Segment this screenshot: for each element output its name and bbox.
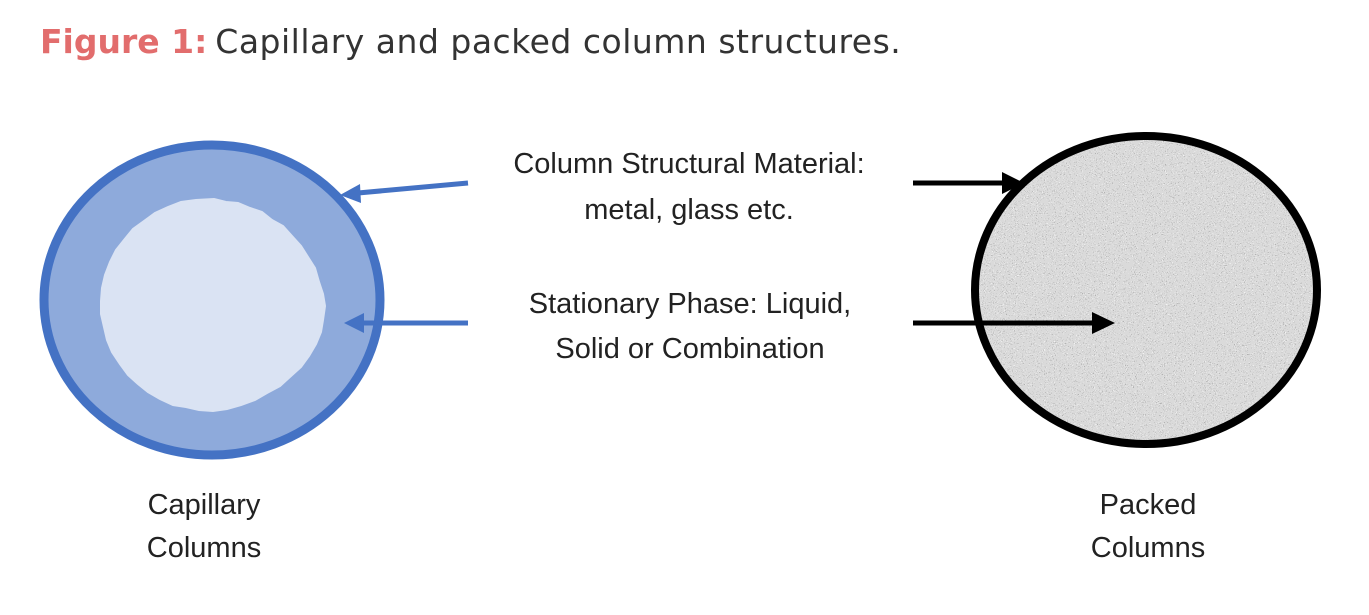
capillary-label-line2: Columns [147, 532, 261, 564]
arrow-stationary-phase-capillary [344, 313, 468, 333]
capillary-bore [100, 197, 327, 413]
packed-label-line1: Packed [1100, 489, 1197, 521]
packed-column [971, 132, 1321, 448]
packed-label-line2: Columns [1091, 532, 1205, 564]
arrow-structural-material-capillary [340, 180, 469, 203]
figure-label: Figure 1: [40, 22, 208, 61]
stationary-phase-label-line1: Stationary Phase: Liquid, [529, 288, 851, 320]
packed-wall [971, 132, 1321, 448]
structural-material-label-line1: Column Structural Material: [513, 148, 864, 180]
capillary-label-line1: Capillary [148, 489, 261, 521]
capillary-column [39, 140, 385, 460]
stationary-phase-label-line2: Solid or Combination [555, 333, 824, 365]
packed-material [975, 136, 1317, 444]
arrow-stationary-phase-packed [913, 312, 1115, 334]
structural-material-label-line2: metal, glass etc. [584, 194, 794, 226]
arrow-structural-material-packed [913, 172, 1024, 194]
figure-title: Capillary and packed column structures. [215, 22, 902, 61]
figure-caption: Figure 1:Capillary and packed column str… [40, 22, 901, 61]
